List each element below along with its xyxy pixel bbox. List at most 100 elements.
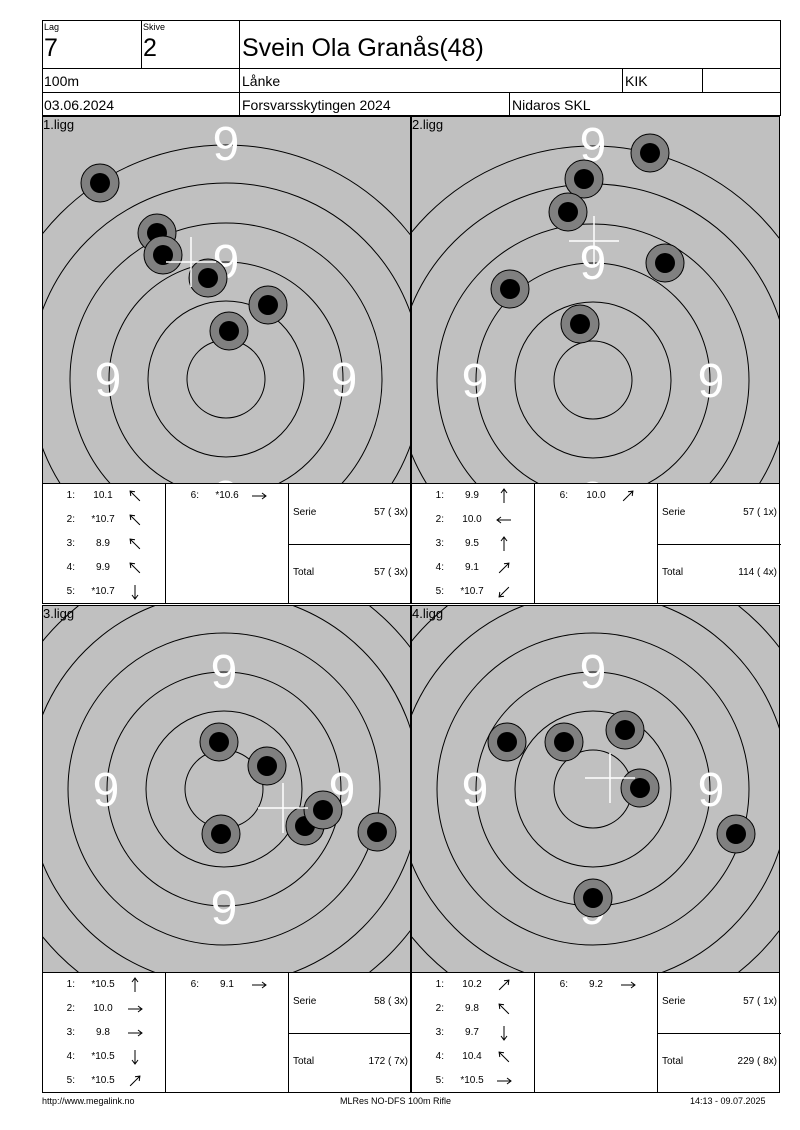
direction-arrow-icon	[252, 981, 267, 989]
series-label: 4.ligg	[412, 606, 444, 621]
direction-arrow-icon	[131, 977, 139, 992]
ring-number: 9	[580, 473, 607, 483]
header-divider	[239, 21, 240, 116]
direction-arrow-icon	[129, 490, 141, 502]
shot-number: 1:	[66, 490, 75, 501]
shot-number: 5:	[66, 586, 75, 597]
shot-number: 3:	[435, 1027, 444, 1038]
shot-value: *10.5	[91, 1075, 115, 1086]
target-ring	[43, 182, 410, 483]
target-ring	[69, 222, 383, 483]
skive-value: 2	[143, 34, 157, 62]
direction-arrow-icon	[500, 488, 508, 503]
bullet-hole	[564, 159, 604, 199]
club: KIK	[625, 73, 648, 89]
shot-number: 4:	[66, 1051, 75, 1062]
place: Lånke	[242, 73, 281, 89]
total-value: 229 ( 8x)	[737, 1056, 777, 1067]
lag-value: 7	[44, 34, 58, 62]
series-label: 2.ligg	[412, 117, 444, 132]
direction-arrow-icon	[128, 1005, 143, 1013]
bullet-hole	[645, 243, 685, 283]
target-ring	[67, 632, 381, 946]
bullet-hole	[490, 269, 530, 309]
series-label: 1.ligg	[43, 117, 75, 132]
bullet-hole	[201, 814, 241, 854]
shot-number: 3:	[66, 538, 75, 549]
ring-number: 9	[95, 354, 122, 407]
serie-value: 57 ( 3x)	[374, 507, 408, 518]
header-divider	[43, 68, 780, 69]
group-center-cross	[569, 216, 619, 266]
group-center-cross	[585, 753, 635, 803]
shot-value: 8.9	[96, 538, 110, 549]
direction-arrow-icon	[498, 1051, 510, 1063]
target-svg: 999999	[43, 117, 410, 483]
shot-value: 10.2	[462, 979, 482, 990]
shot-number: 1:	[435, 979, 444, 990]
bullet-hole	[199, 722, 239, 762]
date: 03.06.2024	[44, 97, 115, 113]
header-divider	[509, 92, 510, 116]
direction-arrow-icon	[500, 1026, 508, 1041]
target-ring	[514, 301, 672, 459]
target-ring	[436, 632, 750, 946]
direction-arrow-icon	[500, 536, 508, 551]
bullet-hole	[548, 192, 588, 232]
serie-value: 57 ( 1x)	[743, 507, 777, 518]
serie-label: Serie	[662, 507, 686, 518]
shot-value: 9.9	[96, 562, 110, 573]
direction-arrow-icon	[131, 1050, 139, 1065]
shot-value: 9.5	[465, 538, 479, 549]
shot-value: 10.1	[93, 490, 113, 501]
shot-number: 1:	[66, 979, 75, 990]
ring-number: 9	[462, 355, 489, 408]
ring-number: 9	[331, 354, 358, 407]
bullet-hole	[630, 133, 670, 173]
target-ring	[553, 340, 633, 420]
target-area: 9999992.ligg	[411, 116, 780, 484]
serie-label: Serie	[293, 507, 317, 518]
ring-number: 9	[462, 764, 489, 817]
direction-arrow-icon	[498, 1003, 510, 1015]
organizer: Nidaros SKL	[512, 97, 591, 113]
shooter-name: Svein Ola Granås(48)	[242, 34, 484, 62]
total-value: 172 ( 7x)	[368, 1056, 408, 1067]
score-divider	[288, 544, 412, 545]
score-divider	[534, 484, 535, 604]
distance: 100m	[44, 73, 80, 89]
group-center-cross	[258, 783, 308, 833]
shot-value: 10.0	[586, 490, 606, 501]
shot-number: 1:	[435, 490, 444, 501]
total-value: 114 ( 4x)	[738, 567, 777, 578]
bullet-hole	[80, 163, 120, 203]
shot-value: 9.1	[220, 979, 234, 990]
header-divider	[702, 68, 703, 92]
skive-label: Skive	[143, 22, 166, 32]
direction-arrow-icon	[621, 981, 636, 989]
direction-arrow-icon	[498, 562, 510, 574]
direction-arrow-icon	[129, 1075, 141, 1087]
serie-label: Serie	[662, 996, 686, 1007]
footer-url[interactable]: http://www.megalink.no	[42, 1096, 135, 1106]
shot-number: 6:	[559, 490, 568, 501]
bullet-hole	[209, 311, 249, 351]
shot-number: 6:	[190, 979, 199, 990]
bullet-hole	[303, 790, 343, 830]
direction-arrow-icon	[252, 492, 267, 500]
direction-arrow-icon	[498, 979, 510, 991]
serie-label: Serie	[293, 996, 317, 1007]
ring-number: 9	[211, 646, 238, 699]
shot-value: 9.9	[465, 490, 479, 501]
target-ring	[106, 671, 342, 907]
shot-number: 6:	[190, 490, 199, 501]
ring-number: 9	[580, 237, 607, 290]
header-divider	[43, 92, 780, 93]
shot-number: 2:	[66, 1003, 75, 1014]
shot-number: 4:	[435, 1051, 444, 1062]
target-ring	[147, 300, 305, 458]
score-divider	[288, 1033, 412, 1034]
target-area: 9999994.ligg	[411, 605, 780, 973]
score-divider	[657, 1033, 781, 1034]
